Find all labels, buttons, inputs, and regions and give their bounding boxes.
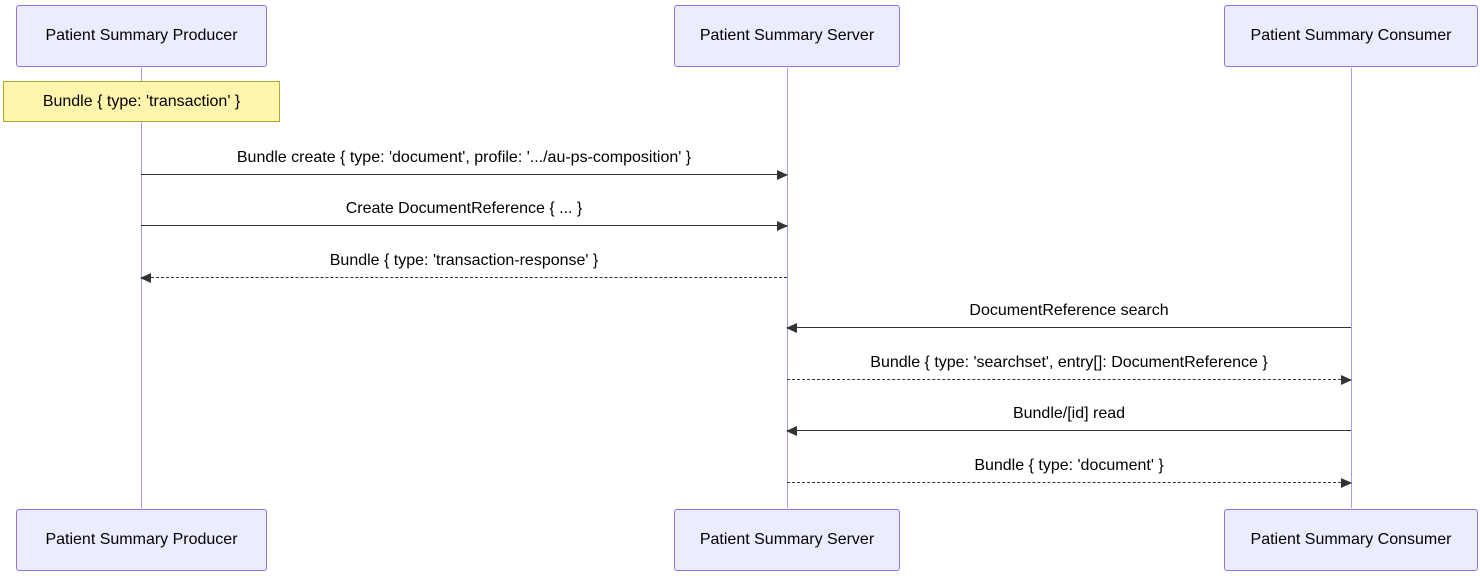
actor-bottom-server: Patient Summary Server [674,509,900,571]
actor-label-server: Patient Summary Server [699,531,875,548]
lifeline-server [787,68,788,508]
message-label: Bundle { type: 'document' } [974,457,1164,474]
arrowhead-left-icon [786,426,797,436]
message-documentreference-search: DocumentReference search [786,301,1351,333]
message-arrow-line [787,478,1352,488]
message-arrow-line [141,170,788,180]
actor-label-server: Patient Summary Server [699,27,875,44]
message-label: DocumentReference search [969,302,1169,319]
message-label: Create DocumentReference { ... } [345,200,583,217]
actor-top-producer: Patient Summary Producer [16,5,267,67]
message-label: Bundle { type: 'searchset', entry[]: Doc… [870,354,1268,371]
message-document-bundle: Bundle { type: 'document' } [787,456,1352,488]
message-bundle-id-read: Bundle/[id] read [786,404,1351,436]
arrowhead-right-icon [777,221,788,231]
arrowhead-left-icon [786,323,797,333]
actor-label-consumer: Patient Summary Consumer [1250,531,1452,548]
message-arrow-line [140,273,787,283]
actor-label-producer: Patient Summary Producer [45,531,238,548]
message-label: Bundle create { type: 'document', profil… [236,149,692,166]
message-arrow-line [786,323,1351,333]
arrowhead-right-icon [777,170,788,180]
message-create-documentreference: Create DocumentReference { ... } [141,199,788,231]
message-arrow-line [786,426,1351,436]
message-searchset-bundle: Bundle { type: 'searchset', entry[]: Doc… [787,353,1352,385]
arrowhead-right-icon [1341,478,1352,488]
lifeline-consumer [1351,68,1352,508]
actor-bottom-consumer: Patient Summary Consumer [1224,509,1478,571]
arrowhead-left-icon [140,273,151,283]
message-arrow-line [141,221,788,231]
note-label: Bundle { type: 'transaction' } [42,92,241,110]
message-arrow-line [787,375,1352,385]
actor-label-producer: Patient Summary Producer [45,27,238,44]
note-transaction-bundle: Bundle { type: 'transaction' } [3,81,280,122]
actor-label-consumer: Patient Summary Consumer [1250,27,1452,44]
actor-top-consumer: Patient Summary Consumer [1224,5,1478,67]
lifeline-producer [141,68,142,508]
arrowhead-right-icon [1341,375,1352,385]
message-label: Bundle { type: 'transaction-response' } [329,252,599,269]
message-transaction-response: Bundle { type: 'transaction-response' } [140,251,787,283]
actor-bottom-producer: Patient Summary Producer [16,509,267,571]
actor-top-server: Patient Summary Server [674,5,900,67]
message-label: Bundle/[id] read [1012,405,1126,422]
message-bundle-create: Bundle create { type: 'document', profil… [141,148,788,180]
